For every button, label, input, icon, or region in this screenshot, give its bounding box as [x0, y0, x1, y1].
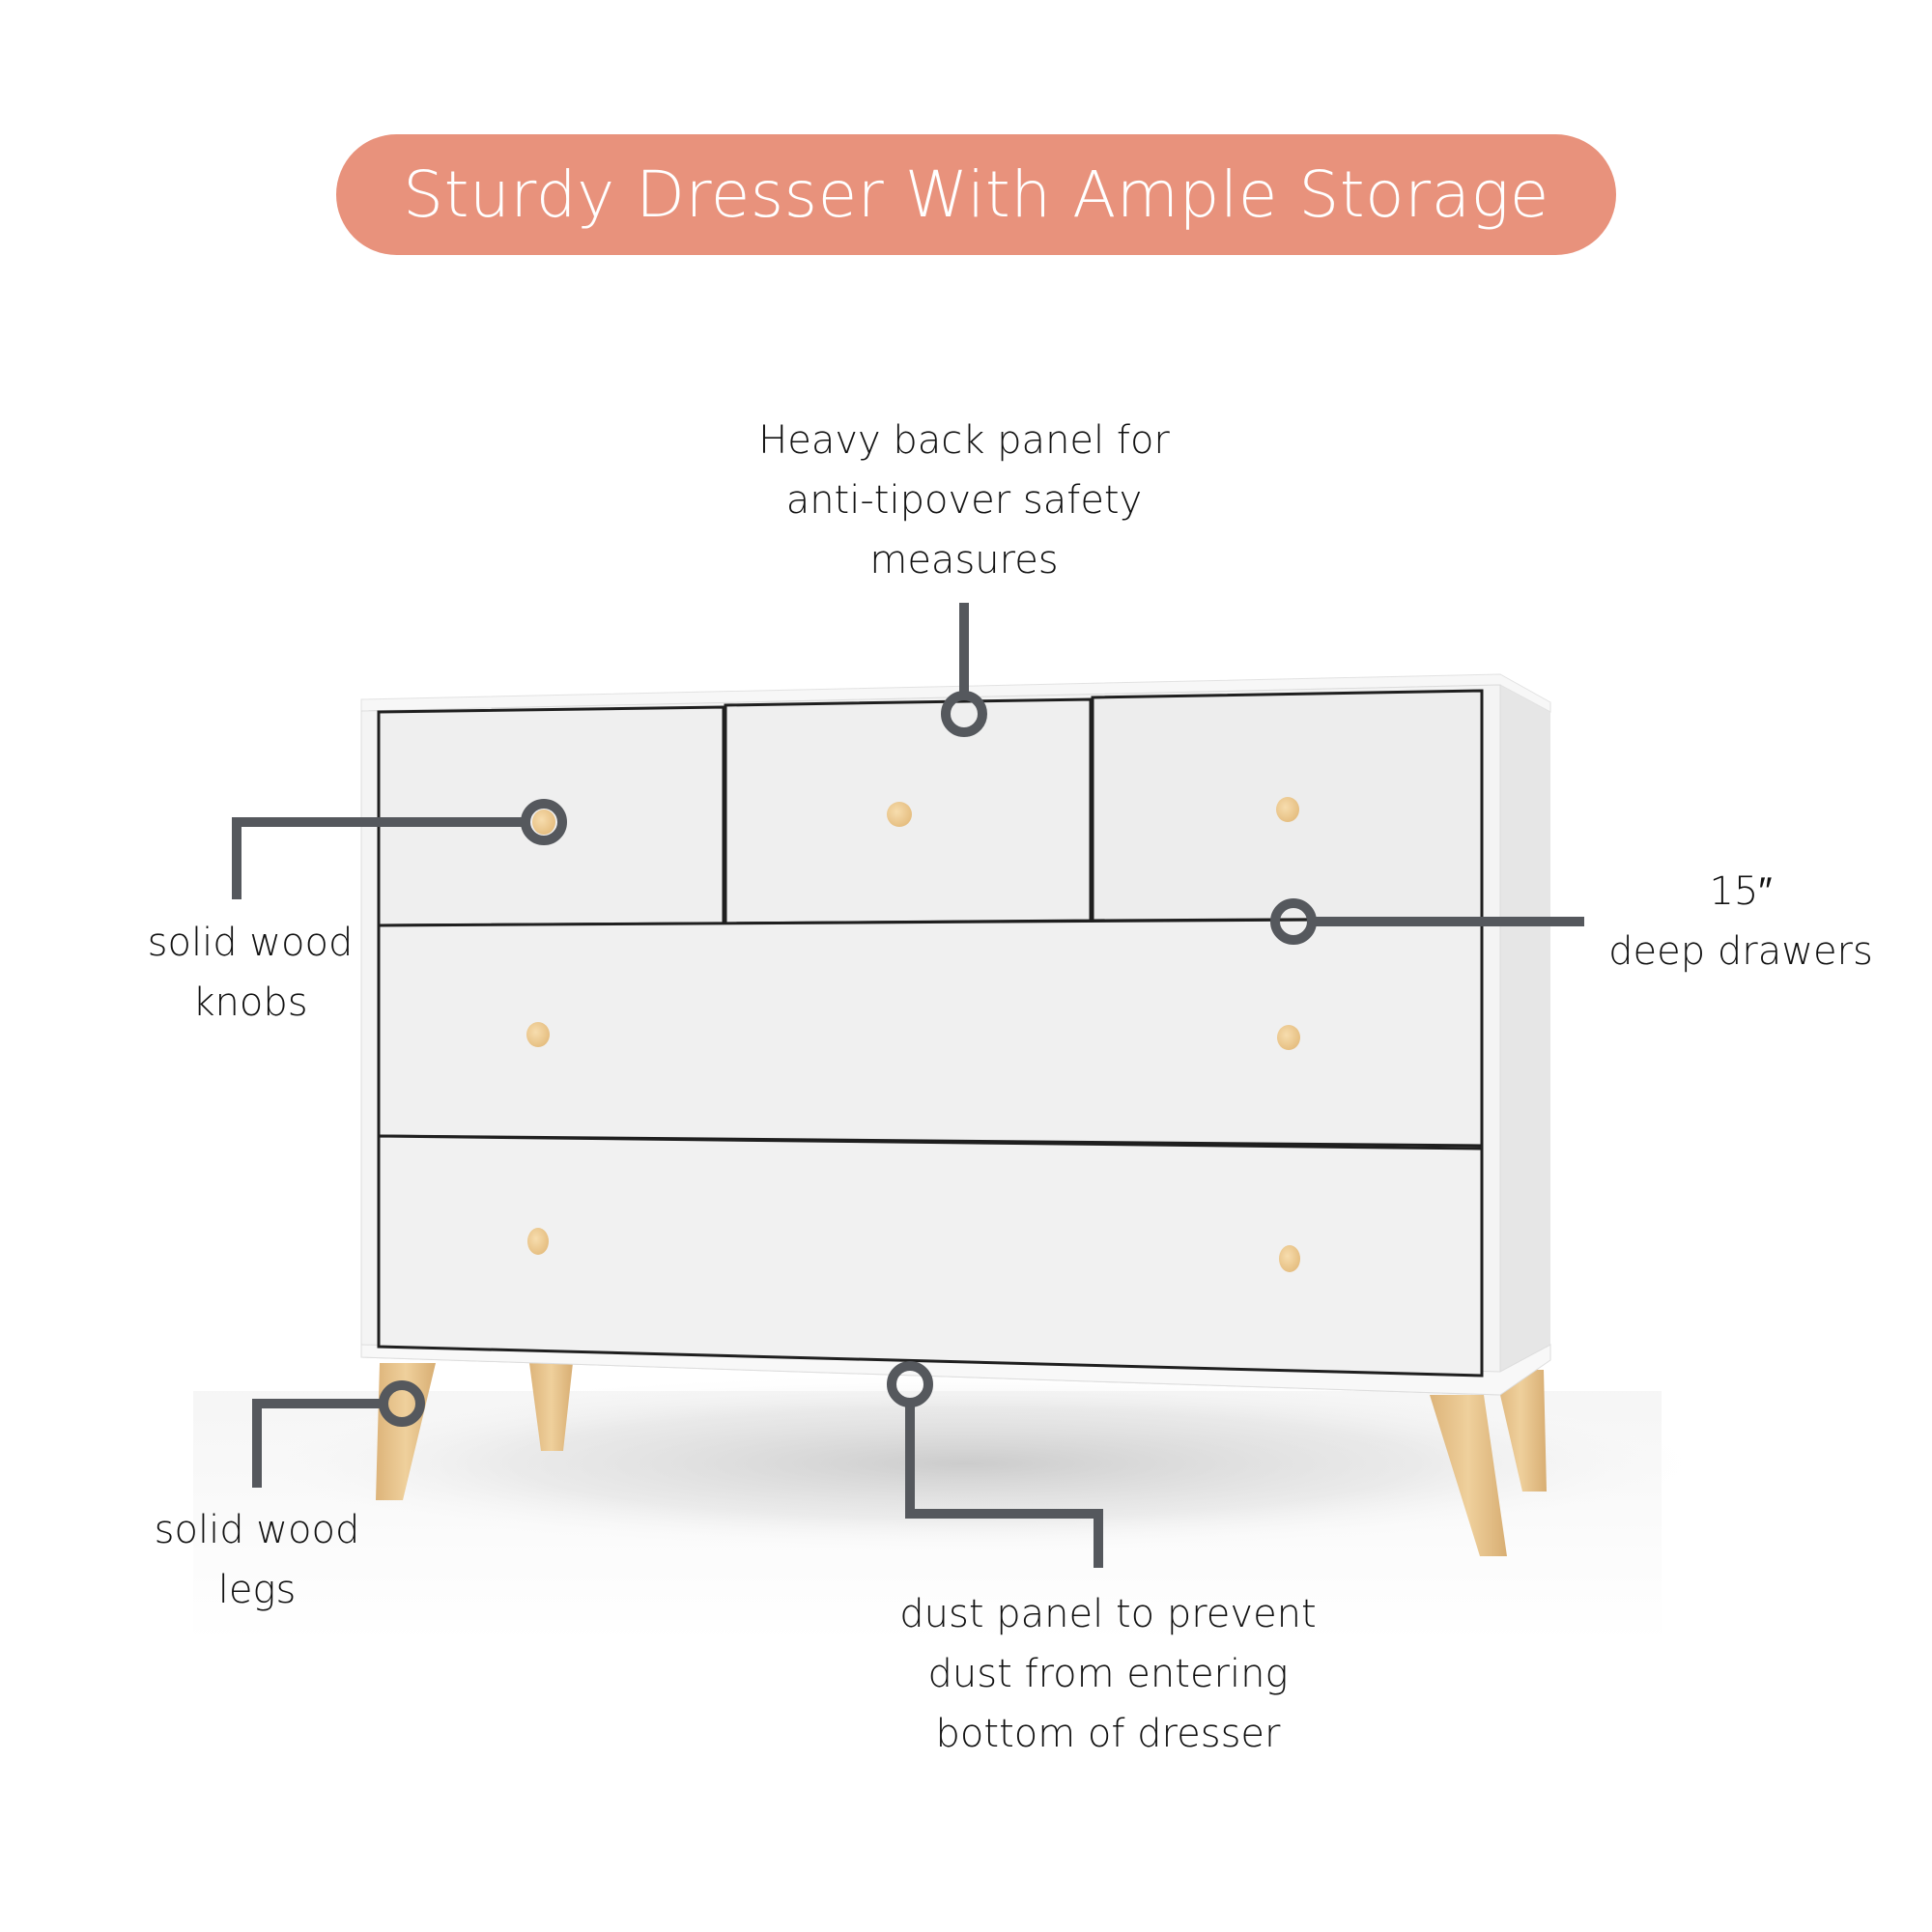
callout-line: 15″: [1709, 869, 1773, 914]
callout-line: solid wood: [147, 921, 354, 965]
callout-line: knobs: [192, 980, 308, 1025]
knobs: [526, 797, 1300, 1272]
callout-line: measures: [869, 538, 1059, 582]
knob-icon: [526, 1022, 550, 1047]
pin-legs-icon: [379, 1380, 425, 1427]
callout-depth: 15″ deep drawers: [1608, 862, 1873, 981]
title-banner: Sturdy Dresser With Ample Storage: [336, 134, 1616, 255]
callout-line: Heavy back panel for: [758, 418, 1170, 463]
callout-line: bottom of dresser: [935, 1712, 1281, 1756]
bottom-panel: [360, 1344, 1551, 1396]
callout-back-panel: Heavy back panel for anti-tipover safety…: [758, 411, 1170, 590]
callout-line: deep drawers: [1608, 929, 1873, 974]
drawers: [377, 689, 1484, 1378]
pin-depth-icon: [1270, 898, 1317, 945]
knob-icon: [1279, 1245, 1300, 1272]
knob-icon: [1276, 797, 1299, 822]
callout-line: dust panel to prevent: [899, 1592, 1317, 1636]
drawer-middle: [377, 917, 1484, 1148]
knob-icon: [532, 810, 555, 835]
pin-knobs-icon: [521, 799, 567, 845]
knob-icon: [887, 802, 912, 827]
drawer-bottom: [377, 1134, 1484, 1378]
knob-icon: [1277, 1025, 1300, 1050]
banner-title: Sturdy Dresser With Ample Storage: [403, 157, 1549, 232]
callout-knobs: solid wood knobs: [148, 913, 354, 1033]
callout-legs: solid wood legs: [155, 1500, 360, 1620]
callout-line: solid wood: [154, 1508, 360, 1552]
connector-knobs: [232, 817, 526, 899]
connector-dust-panel: [905, 1403, 1103, 1568]
callout-line: anti-tipover safety: [785, 478, 1143, 523]
pin-dust-panel-icon: [887, 1361, 933, 1407]
floor-shadow: [193, 1372, 1719, 1642]
knob-icon: [527, 1228, 549, 1255]
callout-line: legs: [217, 1568, 297, 1612]
cabinet-side: [1500, 685, 1550, 1382]
pin-back-panel-icon: [941, 691, 987, 737]
back-legs: [529, 1363, 1547, 1492]
callout-line: dust from entering: [927, 1652, 1289, 1696]
connector-legs: [252, 1399, 384, 1488]
callout-connectors: [232, 603, 1584, 1568]
callout-dust-panel: dust panel to prevent dust from entering…: [899, 1584, 1316, 1764]
